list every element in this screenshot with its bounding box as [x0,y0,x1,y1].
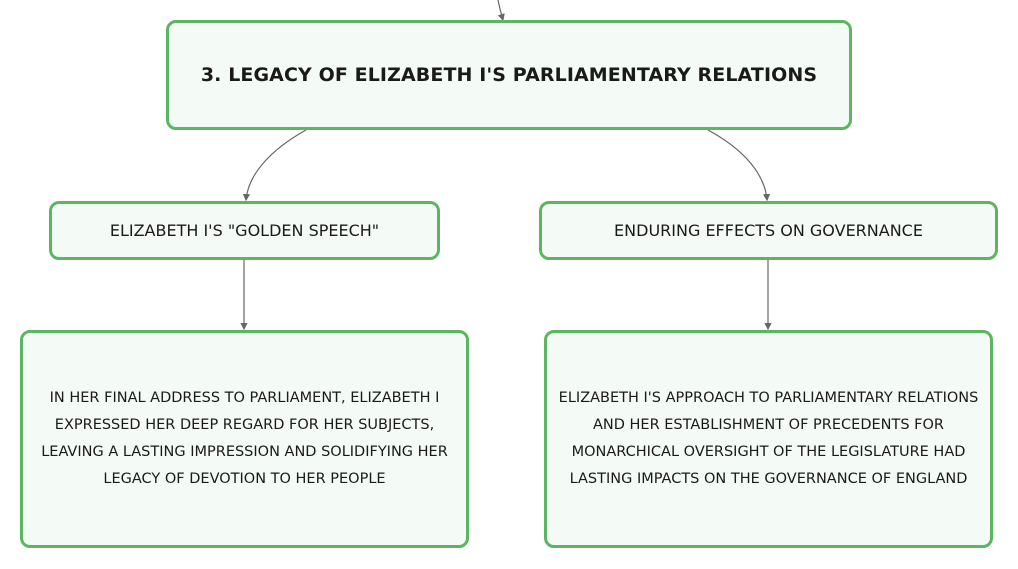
subtopic-label-enduring-effects: ENDURING EFFECTS ON GOVERNANCE [614,221,923,240]
subtopic-node-golden-speech[interactable]: ELIZABETH I'S "GOLDEN SPEECH" [49,201,440,260]
detail-text-golden-speech: IN HER FINAL ADDRESS TO PARLIAMENT, ELIZ… [41,390,448,487]
connector-root-to-right-child [707,129,771,202]
connector-parent-to-root [497,0,505,22]
subtopic-label-golden-speech: ELIZABETH I'S "GOLDEN SPEECH" [109,221,380,240]
subtopic-node-enduring-effects[interactable]: ENDURING EFFECTS ON GOVERNANCE [539,201,998,260]
detail-text-enduring-effects: ELIZABETH I'S APPROACH TO PARLIAMENTARY … [558,390,979,487]
root-topic-node[interactable]: 3. LEGACY OF ELIZABETH I'S PARLIAMENTARY… [166,20,852,130]
detail-node-enduring-effects[interactable]: ELIZABETH I'S APPROACH TO PARLIAMENTARY … [544,330,993,548]
detail-node-golden-speech[interactable]: IN HER FINAL ADDRESS TO PARLIAMENT, ELIZ… [20,330,469,548]
connector-root-to-left-child [242,129,307,202]
root-topic-label: 3. LEGACY OF ELIZABETH I'S PARLIAMENTARY… [200,64,818,86]
